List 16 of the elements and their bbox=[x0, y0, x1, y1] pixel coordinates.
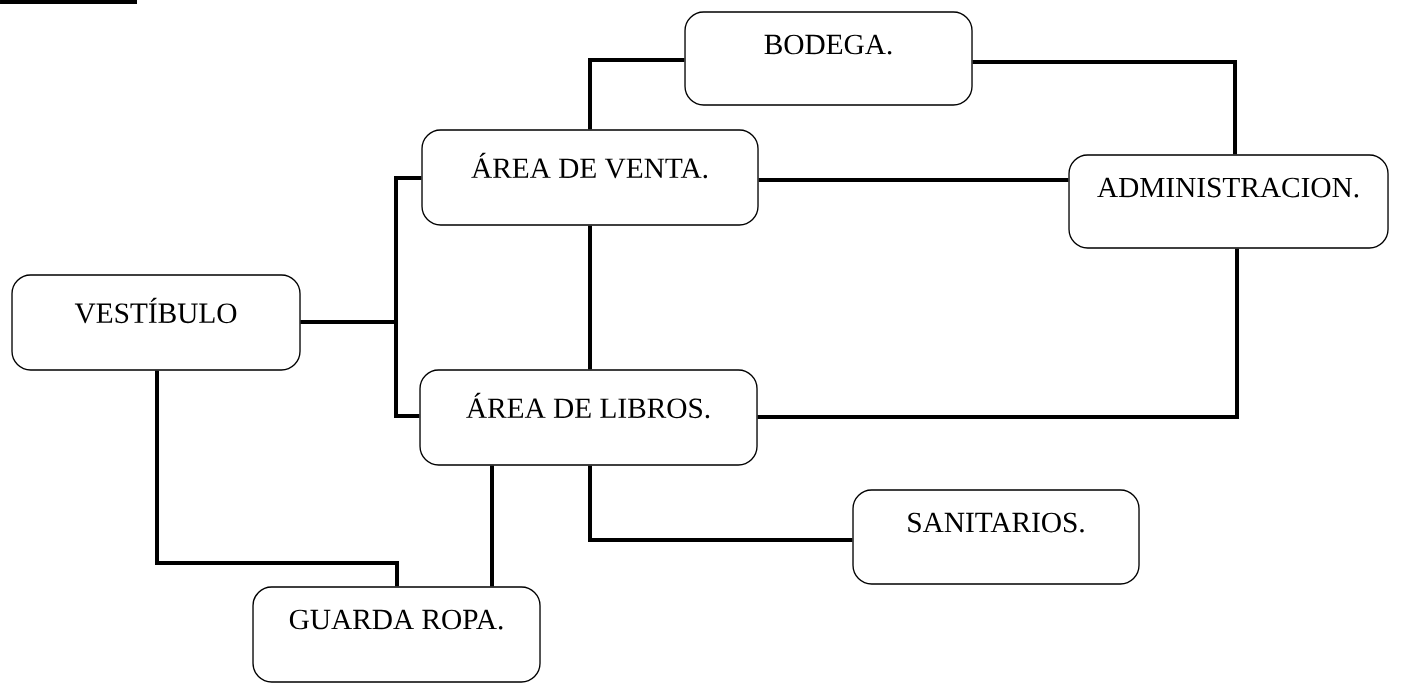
connector-line bbox=[588, 225, 592, 370]
room-box: ADMINISTRACION. bbox=[1068, 154, 1389, 249]
connector-line bbox=[588, 465, 853, 542]
connector-line bbox=[300, 320, 420, 418]
room-box: SANITARIOS. bbox=[852, 489, 1140, 585]
connector-line bbox=[155, 370, 399, 587]
connector-line bbox=[588, 58, 685, 130]
room-box: VESTÍBULO bbox=[11, 274, 301, 371]
room-box: ÁREA DE LIBROS. bbox=[419, 369, 758, 466]
connector-line bbox=[972, 60, 1237, 155]
room-box: ÁREA DE VENTA. bbox=[421, 129, 759, 226]
connector-line bbox=[757, 248, 1239, 419]
connector-line bbox=[758, 178, 1069, 182]
connector-line bbox=[490, 465, 494, 587]
room-box: GUARDA ROPA. bbox=[252, 586, 541, 683]
room-box: BODEGA. bbox=[684, 11, 973, 106]
